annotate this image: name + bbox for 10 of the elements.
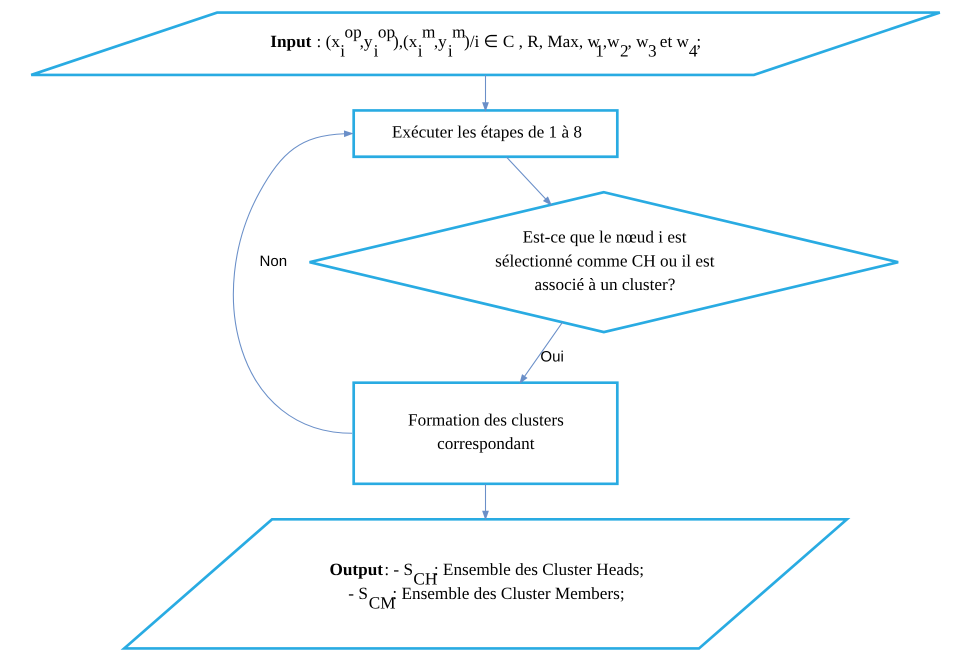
node-diamond: Est-ce que le nœud i est sélectionné comme CH ou il est associé à un cluster?: [308, 190, 900, 334]
node-box: Exécuter les étapes de 1 à 8: [352, 109, 619, 158]
arrow: [482, 75, 489, 112]
arrow: [482, 484, 489, 520]
node-box: Formation des clusters correspondant: [352, 381, 619, 486]
edge-label: Oui: [540, 348, 564, 366]
arrow: [519, 322, 563, 384]
arrow: [232, 130, 354, 434]
arrow: [506, 156, 552, 206]
edge-label: Non: [260, 253, 288, 270]
